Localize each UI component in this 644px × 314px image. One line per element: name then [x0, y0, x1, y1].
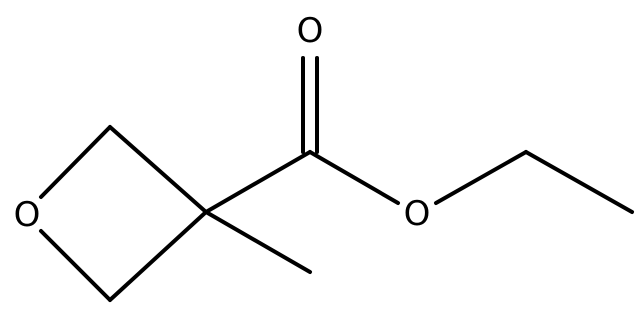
carbonyl-oxygen-label: O — [297, 11, 324, 51]
bond-carbonyl-c-ester-o — [308, 150, 400, 205]
bond-ester-o-ch2 — [434, 150, 528, 205]
bond-ring-c3-c-bottom — [108, 210, 208, 302]
ester-oxygen-label: O — [404, 194, 431, 234]
bond-ch2-ch3 — [524, 150, 634, 214]
ring-oxygen-label: O — [14, 195, 41, 235]
bond-ring-c-bottom-o — [39, 229, 112, 302]
bond-ring-c-top-c3 — [108, 125, 208, 214]
bond-methyl — [204, 210, 312, 274]
bond-ring-o-c-top — [39, 125, 112, 199]
bond-c3-carbonyl-c — [204, 150, 312, 214]
